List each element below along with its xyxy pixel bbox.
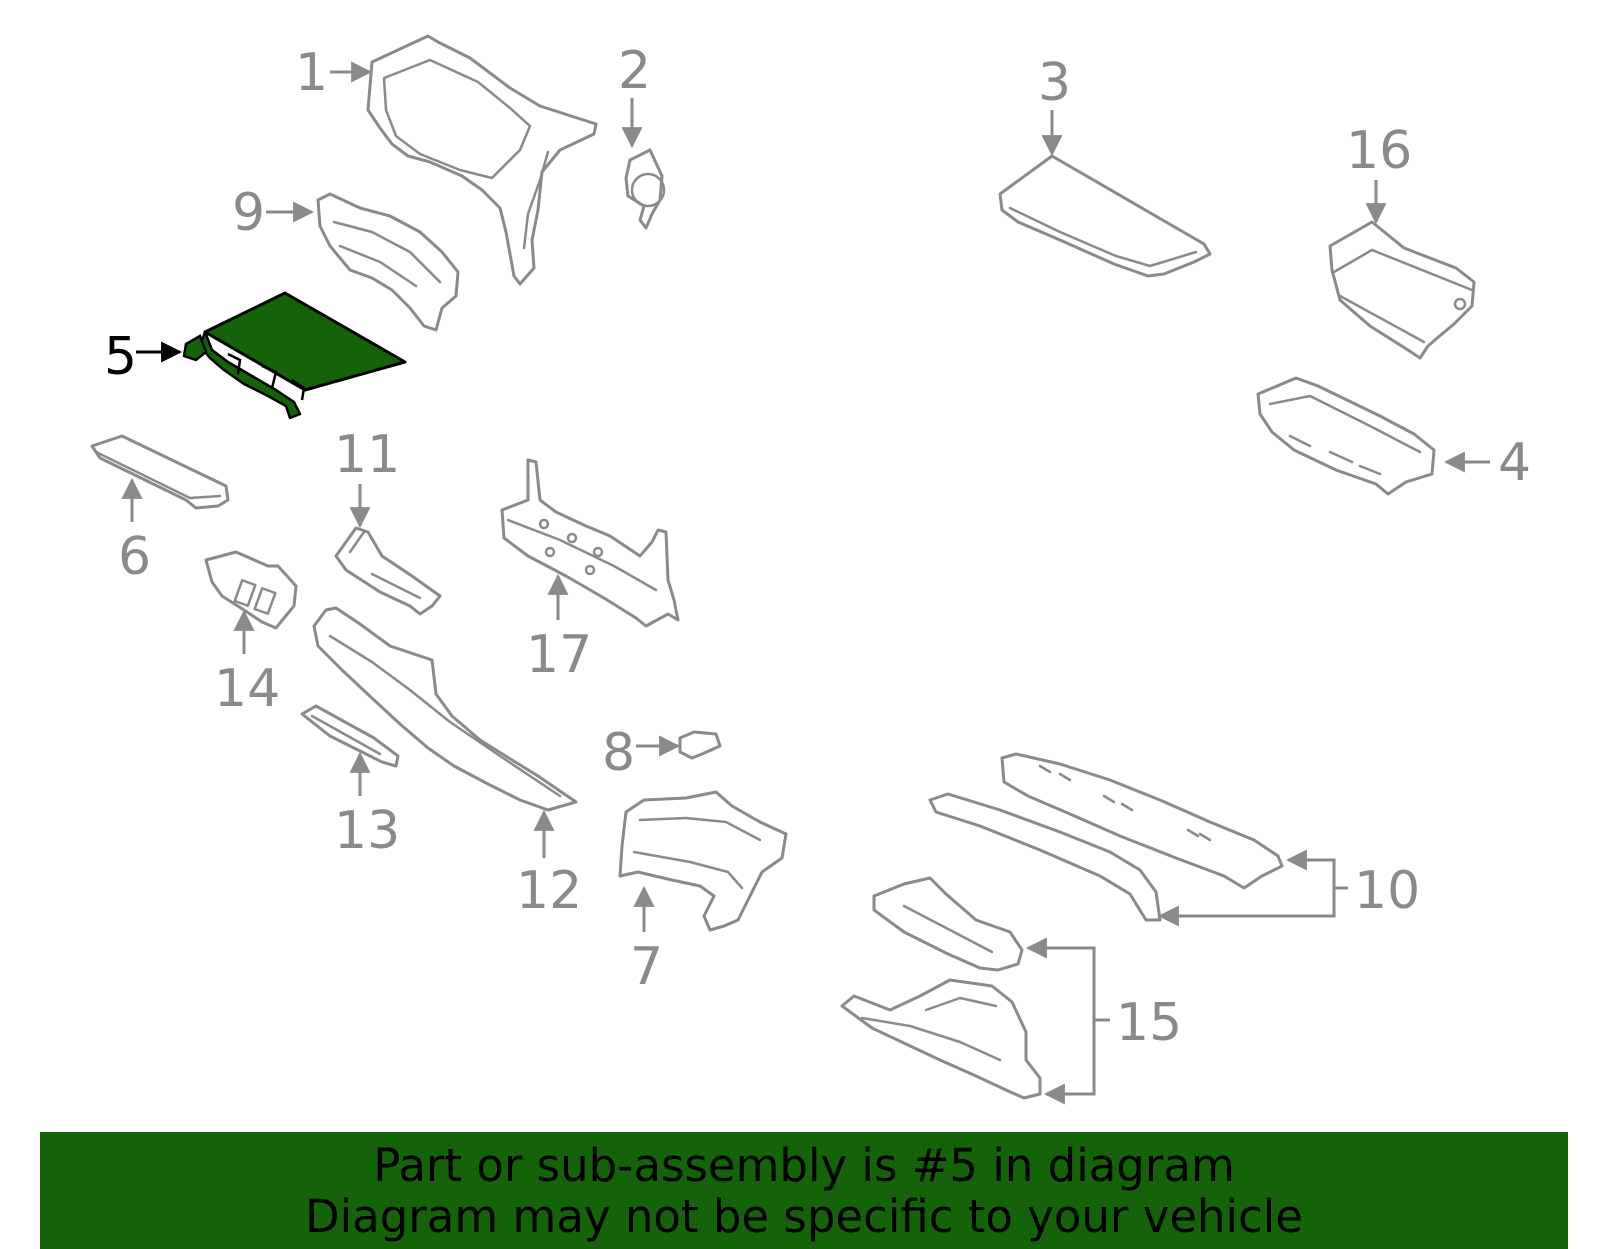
part-16-airbag-module[interactable] (1328, 220, 1476, 360)
part-10-sill-trims[interactable] (928, 752, 1284, 922)
callout-4: 4 (1498, 433, 1531, 493)
part-13-trim-strip[interactable] (300, 704, 400, 768)
callout-14: 14 (214, 659, 280, 719)
callout-3: 3 (1038, 53, 1071, 113)
callout-17: 17 (526, 625, 592, 685)
part-7-housing-frame[interactable] (618, 790, 788, 932)
part-17-support-bracket[interactable] (500, 458, 680, 628)
callout-1: 1 (295, 43, 328, 103)
part-12-trim-rail[interactable] (312, 606, 578, 812)
part-4-switch-bezel[interactable] (1256, 376, 1436, 496)
part-1-cluster-hood[interactable] (366, 34, 598, 286)
callout-12: 12 (516, 861, 582, 921)
part-5-glove-box-lid[interactable] (182, 291, 407, 420)
callout-2: 2 (618, 41, 651, 101)
banner-line-1: Part or sub-assembly is #5 in diagram (373, 1139, 1235, 1192)
info-banner: Part or sub-assembly is #5 in diagram Di… (40, 1132, 1568, 1249)
callout-13: 13 (334, 801, 400, 861)
part-14-switch-housing[interactable] (204, 550, 298, 630)
callout-6: 6 (118, 527, 151, 587)
part-11-trim-piece[interactable] (334, 526, 442, 616)
leader-10-bracket (1158, 858, 1348, 918)
leader-15-bracket (1036, 946, 1110, 1096)
part-6-panel[interactable] (90, 434, 230, 510)
callout-10: 10 (1354, 861, 1420, 921)
part-3-trim-panel[interactable] (998, 154, 1212, 278)
part-8-clip[interactable] (678, 730, 722, 760)
part-15-glove-box-bin[interactable] (840, 876, 1042, 1100)
callout-5: 5 (104, 327, 137, 387)
part-9-duct[interactable] (316, 192, 460, 332)
banner-line-2: Diagram may not be specific to your vehi… (305, 1190, 1303, 1243)
callout-11: 11 (334, 425, 400, 485)
callout-15: 15 (1116, 993, 1182, 1053)
part-2-bracket[interactable] (624, 148, 666, 230)
callout-16: 16 (1346, 121, 1412, 181)
callout-8: 8 (602, 723, 635, 783)
callout-9: 9 (232, 183, 265, 243)
callout-7: 7 (630, 937, 663, 997)
